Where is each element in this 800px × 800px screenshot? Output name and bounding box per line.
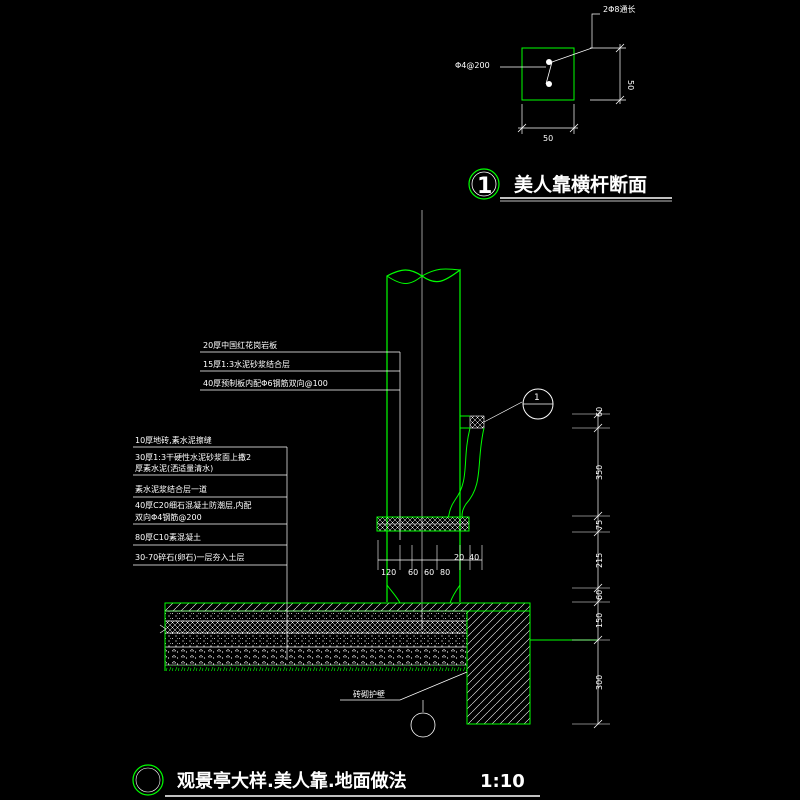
floor-layer-2a: 30厚1:3干硬性水泥砂浆面上撒2	[135, 452, 251, 462]
callout-number: 1	[534, 393, 540, 403]
rebar-dot-top	[546, 59, 552, 65]
dim-h-80: 80	[440, 568, 450, 577]
wall-label: 砖砌护壁	[353, 689, 385, 699]
dim-h-20: 20	[454, 553, 464, 562]
pavement-layer-callouts: 20厚中国红花岗岩板 15厚1:3水泥砂浆结合层 40厚预制板内配Φ6钢筋双向@…	[200, 340, 401, 540]
pavement-layer-2: 15厚1:3水泥砂浆结合层	[203, 359, 290, 369]
dim-v-75: 75	[595, 520, 604, 530]
grid-bubble	[410, 712, 436, 738]
main-title-text: 观景亭大样.美人靠.地面做法	[177, 770, 407, 792]
main-title: 观景亭大样.美人靠.地面做法 1:10	[132, 764, 540, 797]
floor-layer-5: 80厚C10素混凝土	[135, 532, 201, 542]
pavement-layer-1: 20厚中国红花岗岩板	[203, 340, 277, 350]
floor-layer-6: 30-70碎石(卵石)一层夯入土层	[135, 552, 245, 562]
dim-h-40: 40	[469, 553, 479, 562]
dim-v-60a: 60	[595, 407, 604, 417]
floor-layer-4b: 双向Φ4钢筋@200	[135, 512, 202, 522]
main-title-circle	[132, 764, 164, 796]
main-title-scale: 1:10	[480, 771, 525, 792]
post	[386, 210, 461, 630]
vertical-dimensions: 60 350 75 215 60 150 300	[572, 407, 610, 729]
rail-section-detail: 2Φ8通长 Φ4@200 50 50	[455, 4, 635, 143]
section-title-text: 美人靠横杆断面	[514, 173, 647, 196]
floor-layer-1: 10厚地砖,素水泥擦缝	[135, 435, 212, 445]
rebar-label-top: 2Φ8通长	[603, 4, 635, 14]
dim-v-60b: 60	[595, 590, 604, 600]
dim-h-60b: 60	[424, 568, 434, 577]
horizontal-dimensions: 120 60 60 80 20 40	[377, 540, 483, 577]
dim-v-215: 215	[595, 553, 604, 568]
bench-bracket: 1	[447, 388, 554, 518]
floor-layer-3: 素水泥浆结合层一道	[135, 484, 207, 494]
dim-height-50: 50	[626, 80, 635, 90]
dim-h-120: 120	[381, 568, 396, 577]
brick-wall: 砖砌护壁	[340, 610, 598, 738]
section-number-circle	[468, 168, 500, 200]
floor-layer-callouts: 10厚地砖,素水泥擦缝 30厚1:3干硬性水泥砂浆面上撒2 厚素水泥(洒适量清水…	[133, 435, 288, 660]
section-number: 1	[477, 174, 492, 199]
dim-v-150: 150	[595, 613, 604, 628]
dim-h-60a: 60	[408, 568, 418, 577]
section-title: 1 美人靠横杆断面	[468, 168, 672, 202]
rebar-dot-bottom	[546, 81, 552, 87]
floor-buildup	[159, 602, 531, 671]
rail-section-square	[521, 47, 575, 101]
pavement-layer-3: 40厚预制板内配Φ6钢筋双向@100	[203, 378, 328, 388]
base-plate	[376, 516, 470, 532]
rail-profile	[469, 415, 485, 429]
floor-layer-2b: 厚素水泥(洒适量清水)	[135, 463, 213, 473]
dim-v-300: 300	[595, 675, 604, 690]
stirrup-label: Φ4@200	[455, 61, 490, 70]
dim-v-350: 350	[595, 465, 604, 480]
dim-width-50: 50	[543, 134, 553, 143]
floor-layer-4a: 40厚C20细石混凝土防潮层,内配	[135, 500, 252, 510]
